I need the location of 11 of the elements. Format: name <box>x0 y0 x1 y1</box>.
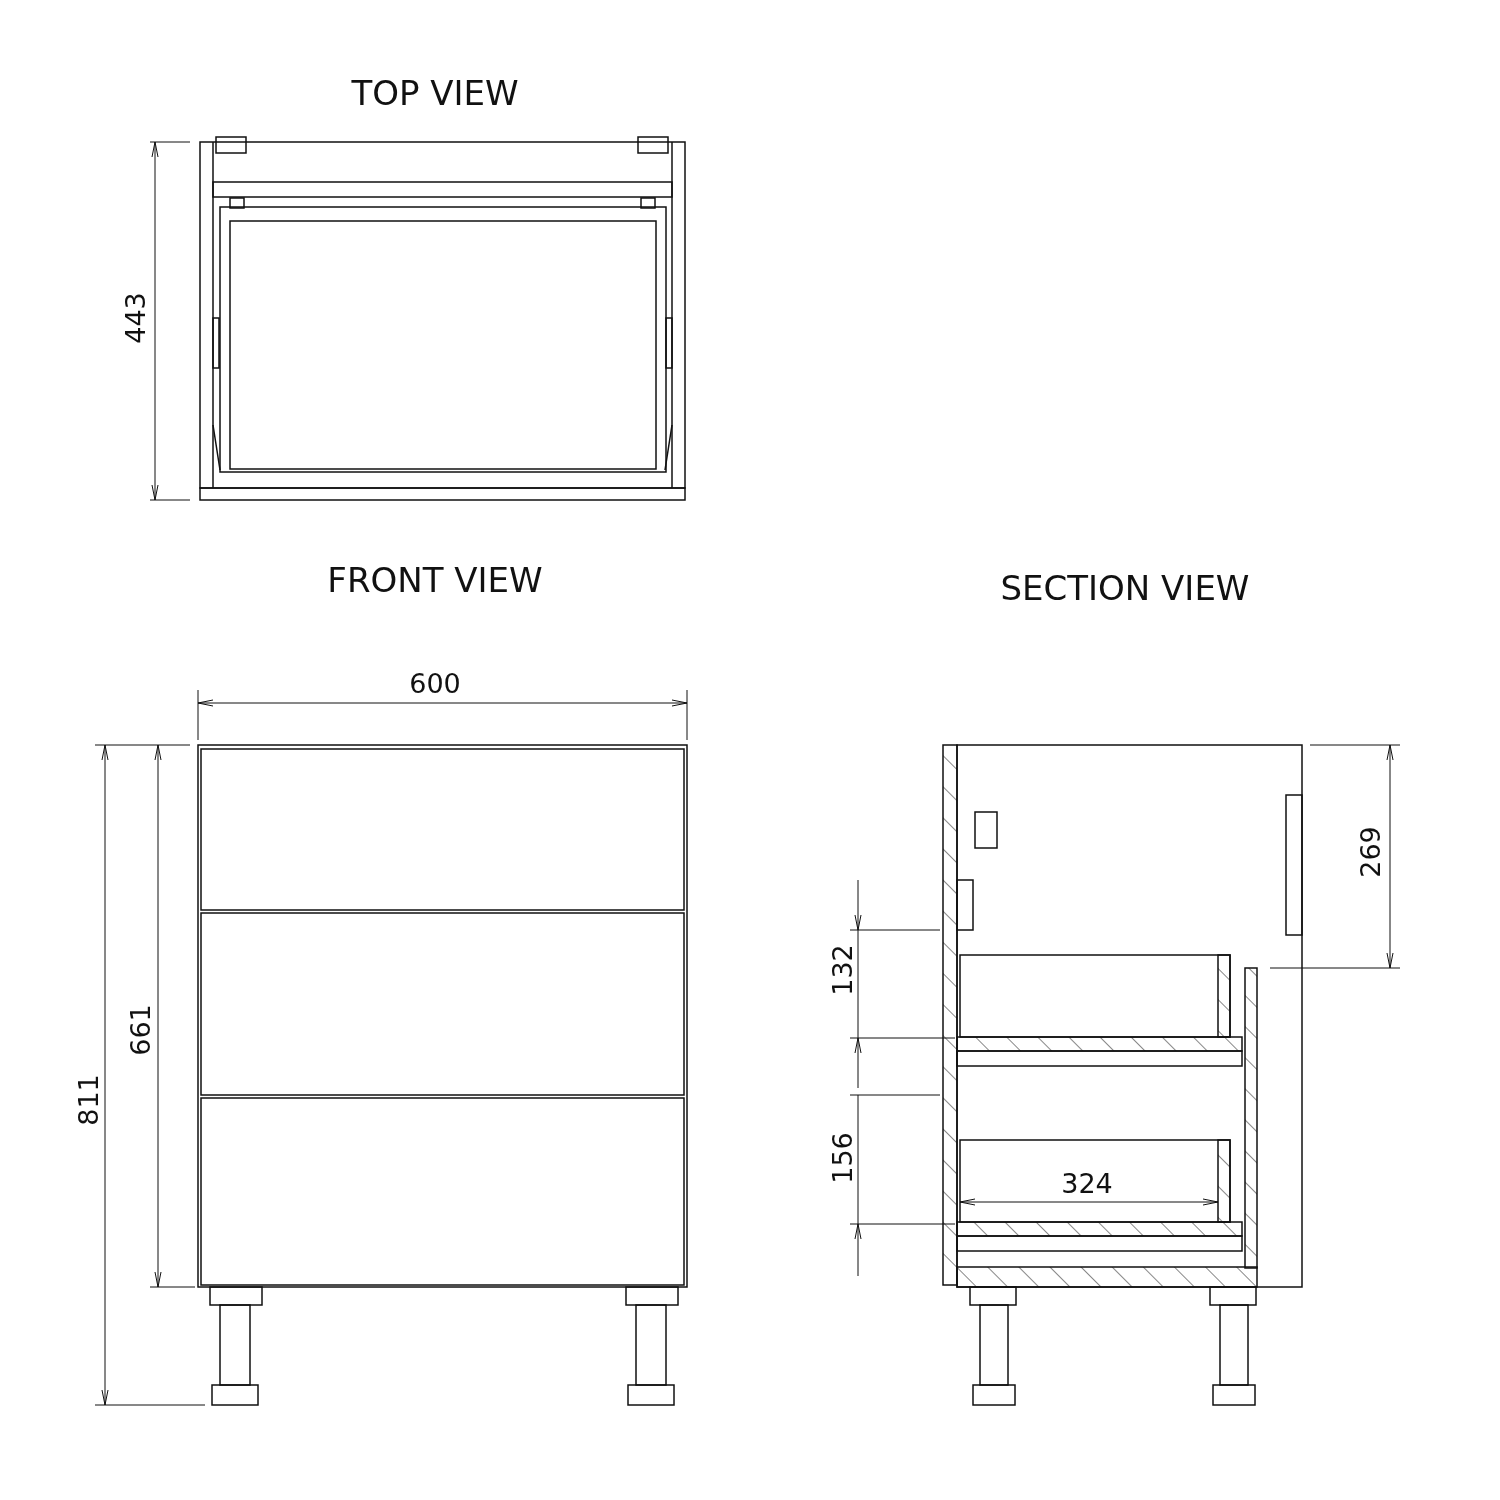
view-title: SECTION VIEW <box>1000 571 1250 605</box>
dimension-label: 443 <box>121 292 149 344</box>
view-title: FRONT VIEW <box>327 563 543 597</box>
dimension-label: 811 <box>74 1074 102 1126</box>
dimension-label: 269 <box>1356 826 1384 878</box>
dimension-label: 132 <box>828 944 856 996</box>
dimension-label: 156 <box>828 1132 856 1184</box>
dimension-label: 661 <box>126 1004 154 1056</box>
dimension-label: 600 <box>409 669 461 697</box>
dimension-label: 324 <box>1061 1169 1113 1197</box>
view-title: TOP VIEW <box>351 76 519 110</box>
